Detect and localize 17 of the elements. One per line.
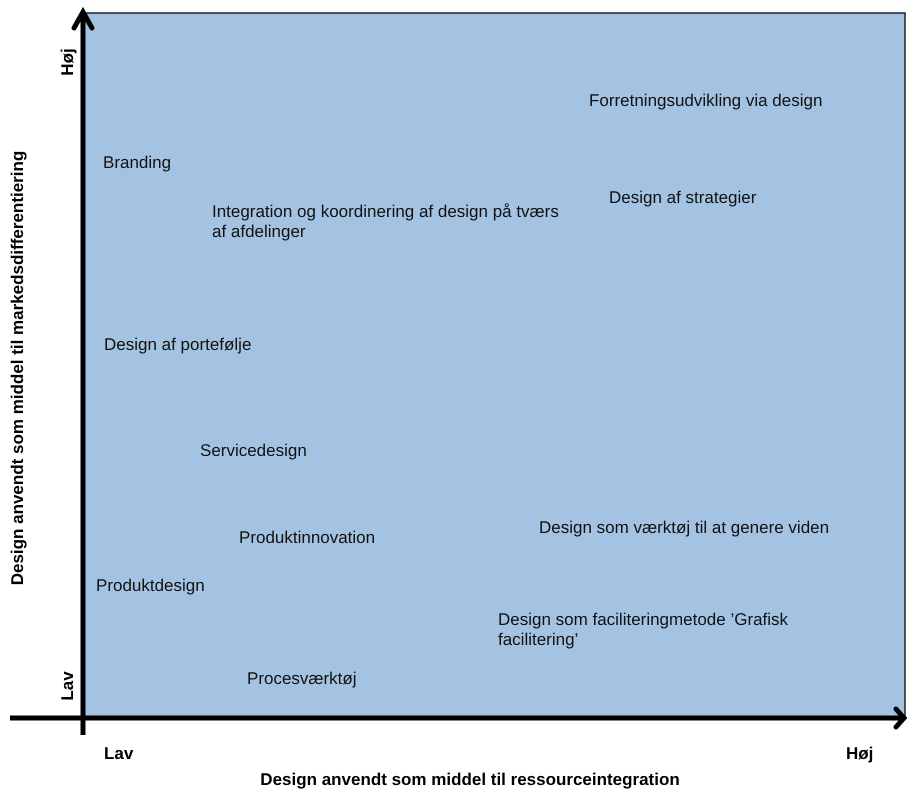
item-label: Produktinnovation	[239, 528, 376, 548]
axis-end-label: Høj	[846, 744, 874, 764]
axis-end-label: Høj	[58, 48, 78, 76]
item-label: Design af strategier	[609, 188, 758, 208]
item-label: Integration og koordinering af design på tværs af afdelinger	[212, 202, 560, 242]
axis-end-label: Lav	[104, 744, 134, 764]
item-label: Branding	[103, 153, 172, 173]
item-label: Servicedesign	[200, 441, 308, 461]
item-label: Design som værktøj til at genere viden	[539, 518, 830, 538]
axis-title: Design anvendt som middel til markedsdifferentiering	[8, 150, 28, 586]
item-label: Forretningsudvikling via design	[589, 91, 824, 111]
item-label: Design af portefølje	[104, 335, 252, 355]
item-label: Produktdesign	[96, 576, 206, 596]
axis-title: Design anvendt som middel til ressourceintegration	[260, 770, 680, 790]
item-label: Design som faciliteringmetode ’Grafisk facilitering’	[498, 610, 790, 650]
item-label: Procesværktøj	[247, 669, 358, 689]
axis-end-label: Lav	[58, 671, 78, 701]
